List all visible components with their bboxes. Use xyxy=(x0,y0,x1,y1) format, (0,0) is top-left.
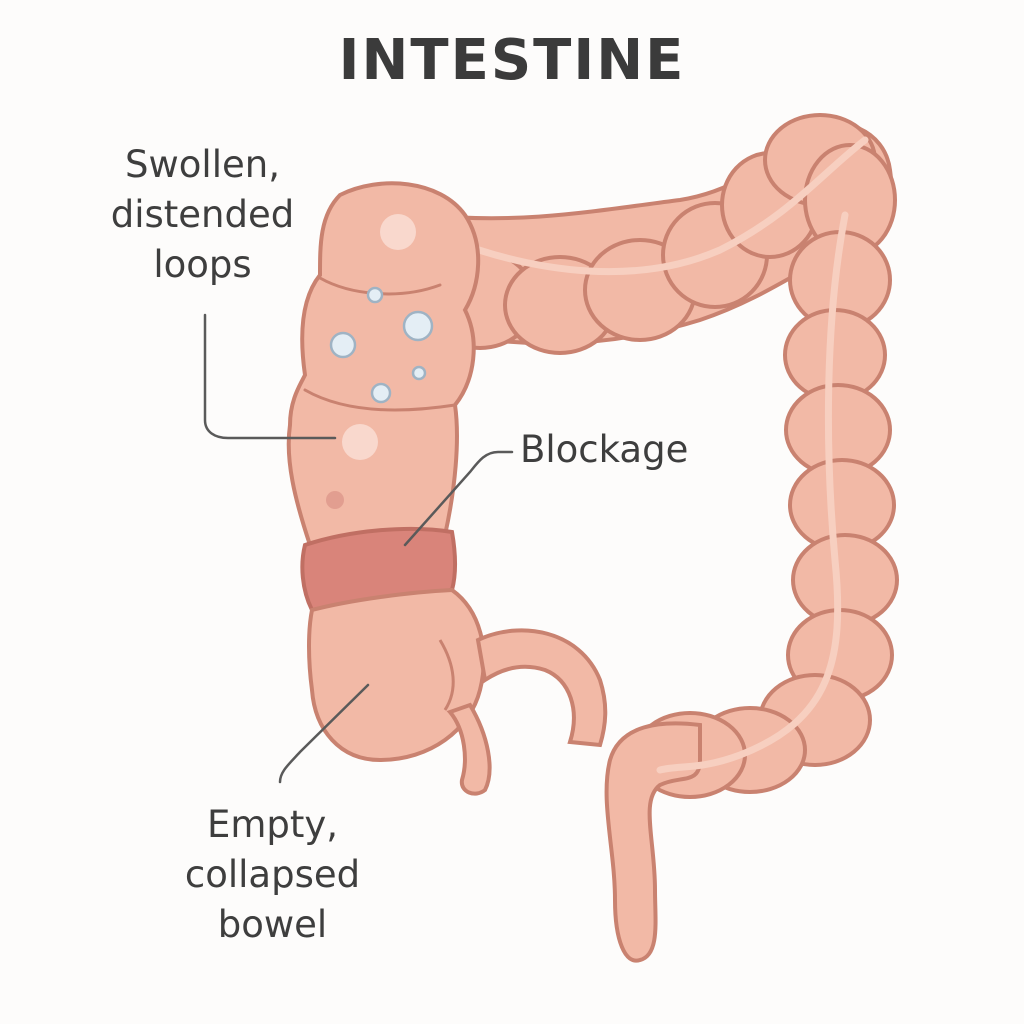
label-line: Empty, xyxy=(160,800,385,850)
ileum xyxy=(478,630,605,745)
label-line: loops xyxy=(90,240,315,290)
sigmoid-rectum xyxy=(607,723,700,960)
page-title: INTESTINE xyxy=(0,28,1024,93)
label-line: collapsed xyxy=(160,850,385,900)
label-line: bowel xyxy=(160,900,385,950)
colon xyxy=(425,115,897,961)
label-line: Swollen, xyxy=(90,140,315,190)
appendix xyxy=(450,705,490,794)
label-empty-bowel: Empty, collapsed bowel xyxy=(160,800,385,950)
label-line: Blockage xyxy=(520,425,730,475)
label-blockage: Blockage xyxy=(520,425,730,475)
collapsed-bowel xyxy=(309,590,484,760)
label-swollen-loops: Swollen, distended loops xyxy=(90,140,315,290)
dark-spot xyxy=(326,491,344,509)
label-line: distended xyxy=(90,190,315,240)
